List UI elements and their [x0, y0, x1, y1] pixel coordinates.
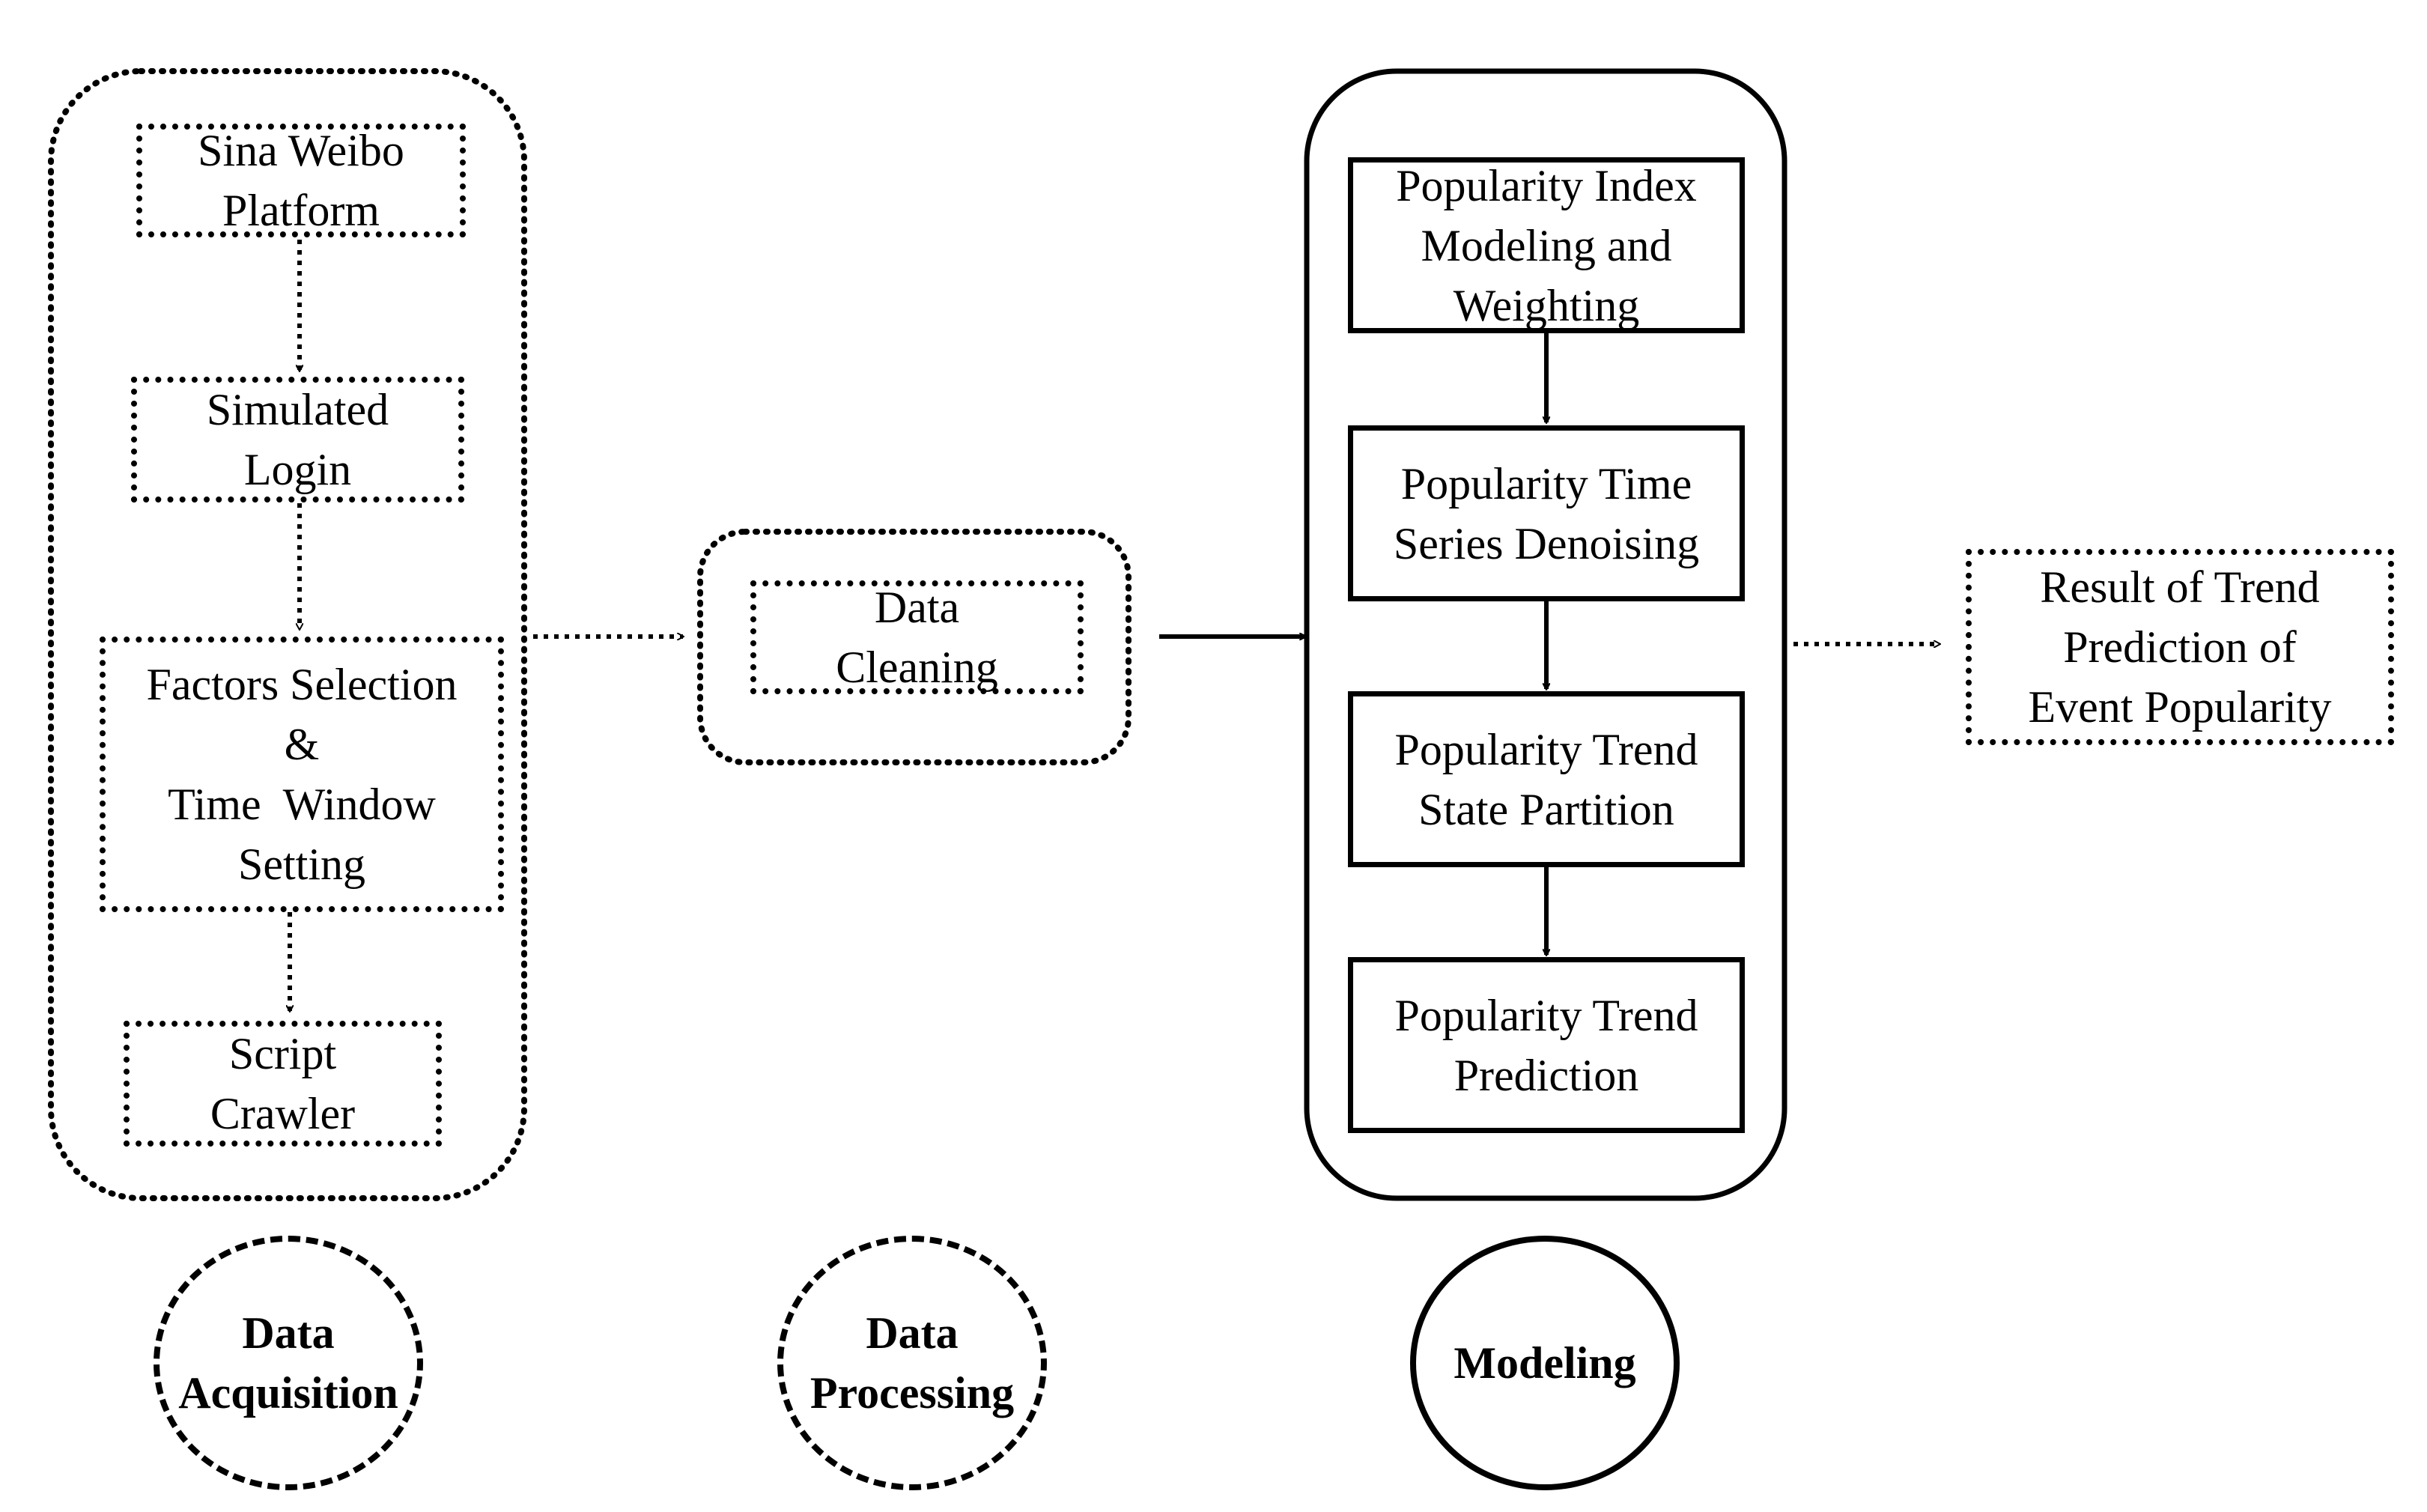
node-script-crawler: Script Crawler	[124, 1021, 442, 1147]
node-line: Data	[874, 583, 960, 632]
node-popularity-index-modeling: Popularity Index Modeling and Weighting	[1348, 157, 1745, 333]
node-line: Popularity Trend	[1394, 724, 1698, 774]
stage-data-processing: Data Processing	[777, 1236, 1047, 1490]
node-line: Prediction	[1454, 1050, 1639, 1100]
acquisition-group	[48, 68, 527, 1201]
node-line: Result of Trend	[2040, 562, 2320, 612]
node-line: Popularity Trend	[1394, 990, 1698, 1040]
node-line: Cleaning	[836, 643, 998, 692]
node-line: Series Denoising	[1393, 518, 1700, 568]
node-line: Crawler	[210, 1089, 356, 1138]
node-line: Factors Selection	[146, 660, 458, 709]
stage-line: Data	[866, 1308, 959, 1358]
node-line: Modeling and	[1421, 220, 1672, 270]
node-line: Script	[228, 1029, 337, 1078]
node-line: Simulated	[206, 385, 389, 434]
stage-arrows	[533, 637, 1940, 644]
node-popularity-trend-state-partition: Popularity Trend State Partition	[1348, 691, 1745, 867]
node-data-cleaning: Data Cleaning	[750, 580, 1084, 694]
node-simulated-login: Simulated Login	[131, 377, 464, 503]
stage-data-acquisition: Data Acquisition	[154, 1236, 423, 1490]
stage-line: Data	[242, 1308, 335, 1358]
node-line: Setting	[237, 840, 365, 889]
node-line: Popularity Time	[1400, 458, 1692, 508]
node-line: Prediction of	[2063, 622, 2297, 672]
node-line: &	[284, 720, 320, 769]
node-line: State Partition	[1418, 784, 1674, 834]
acquisition-arrows	[290, 240, 300, 1011]
processing-group	[697, 529, 1132, 765]
stage-line: Processing	[809, 1368, 1015, 1418]
node-line: Popularity Index	[1396, 160, 1697, 210]
node-popularity-time-series-denoising: Popularity Time Series Denoising	[1348, 425, 1745, 601]
stage-line: Acquisition	[178, 1368, 398, 1418]
node-line: Sina Weibo	[198, 126, 404, 175]
node-result: Result of Trend Prediction of Event Popu…	[1966, 549, 2394, 745]
node-popularity-trend-prediction: Popularity Trend Prediction	[1348, 957, 1745, 1133]
stage-modeling: Modeling	[1410, 1236, 1680, 1490]
node-sina-weibo-platform: Sina Weibo Platform	[136, 124, 466, 237]
stage-line: Modeling	[1454, 1338, 1636, 1388]
node-line: Event Popularity	[2028, 682, 2332, 732]
node-line: Weighting	[1453, 280, 1640, 330]
node-factors-selection: Factors Selection & Time Window Setting	[100, 637, 504, 912]
node-line: Login	[243, 445, 352, 494]
node-line: Time Window	[168, 780, 436, 829]
modeling-group	[1304, 68, 1787, 1201]
node-line: Platform	[222, 186, 380, 235]
